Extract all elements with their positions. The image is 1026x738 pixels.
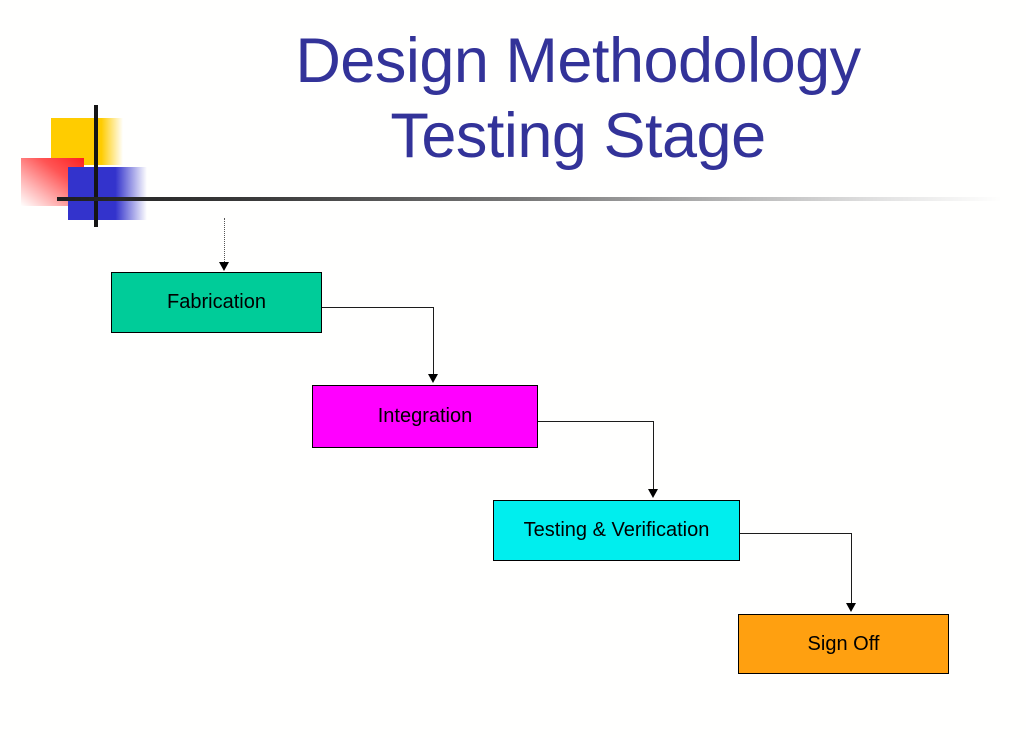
arrow-down-icon	[428, 374, 438, 383]
connector-testing-to-signoff-horizontal	[740, 533, 851, 534]
stage-label: Fabrication	[167, 291, 266, 313]
slide-title: Design Methodology Testing Stage	[130, 24, 1026, 174]
decoration-blue-square-icon	[68, 167, 147, 220]
title-underline-rule	[57, 197, 1002, 201]
stage-label: Integration	[377, 405, 473, 427]
connector-testing-to-signoff-vertical	[851, 533, 852, 603]
connector-integration-to-testing-horizontal	[538, 421, 653, 422]
connector-integration-to-testing-vertical	[653, 421, 654, 489]
decoration-yellow-square-icon	[51, 118, 123, 165]
stage-label: Sign Off	[807, 632, 880, 655]
connector-fabrication-to-integration-vertical	[433, 307, 434, 374]
stage-box-sign-off: Sign Off	[738, 614, 949, 674]
stage-box-integration: Integration	[312, 385, 538, 448]
arrow-down-icon	[219, 262, 229, 271]
title-line-2: Testing Stage	[390, 101, 766, 171]
stage-box-fabrication: Fabrication	[111, 272, 322, 333]
decoration-vertical-line	[94, 105, 98, 227]
connector-fabrication-to-integration-horizontal	[322, 307, 433, 308]
title-line-1: Design Methodology	[295, 26, 861, 96]
stage-label: Testing & Verification	[523, 519, 710, 541]
arrow-down-icon	[846, 603, 856, 612]
entry-dotted-connector	[224, 218, 225, 262]
arrow-down-icon	[648, 489, 658, 498]
stage-box-testing-verification: Testing & Verification	[493, 500, 740, 561]
